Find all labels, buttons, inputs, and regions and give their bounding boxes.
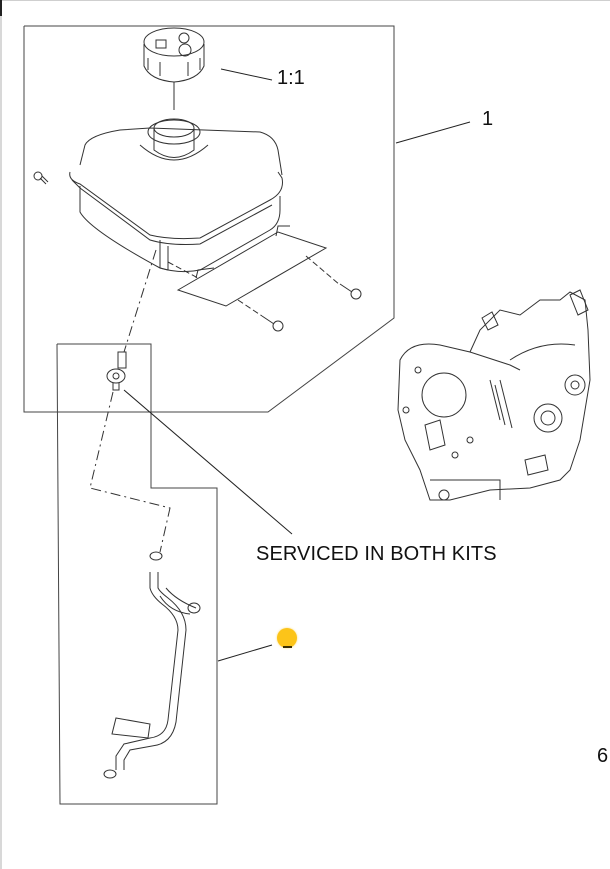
engine-crankcase-drawing [397,289,591,501]
fuel-tank-drawing [69,118,283,273]
leader-line-fuel-line-kit [217,644,273,662]
fuel-line-kit-boundary [56,343,218,805]
kit-1-boundary [23,25,395,413]
leader-line-serviced [123,389,293,535]
callout-serviced-in-both-kits: SERVICED IN BOTH KITS [256,543,497,565]
bolt-left-drawing [33,171,49,185]
callout-1-1: 1:1 [277,67,305,89]
leader-line-1-1 [220,68,273,81]
fuel-cap-drawing [143,27,205,110]
callout-6: 6 [597,745,609,767]
fuel-path-dashed [123,249,157,353]
left-border-accent [0,0,2,16]
bracket-bolts-drawing [261,283,362,332]
left-border [0,0,2,869]
leader-line-1 [395,121,471,144]
fuel-line-path-dashed [89,391,171,553]
fuel-hose-drawing [103,551,201,779]
top-border [0,0,610,1]
hotspot-marker[interactable] [277,628,297,648]
tank-bracket-drawing [167,225,341,317]
callout-1: 1 [482,108,494,130]
fuel-shutoff-valve-drawing [106,351,127,391]
